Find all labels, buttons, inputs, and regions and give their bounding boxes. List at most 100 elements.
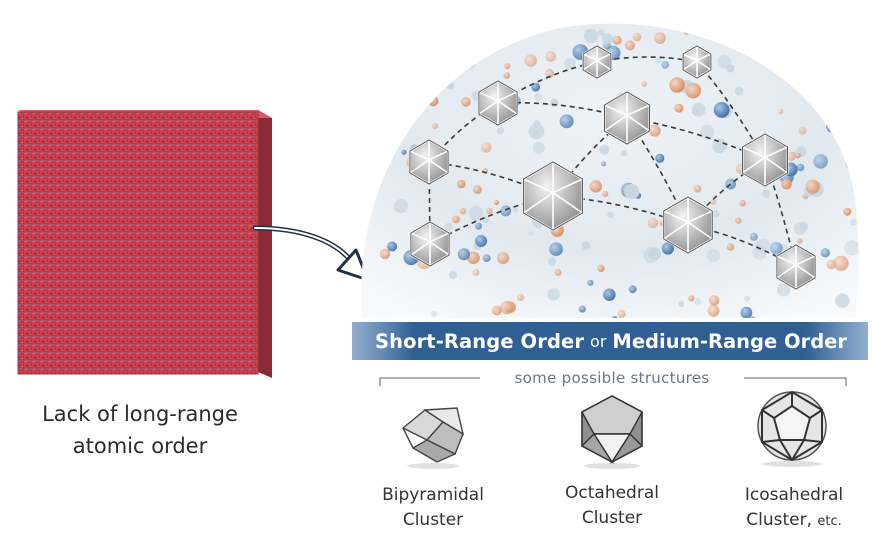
atom [387, 241, 398, 252]
atom [793, 222, 807, 235]
atom [475, 222, 482, 230]
atom [482, 254, 491, 262]
atom [688, 295, 695, 302]
atom [844, 28, 851, 35]
atom [793, 76, 799, 82]
atom [446, 81, 455, 90]
atom [503, 72, 511, 79]
atom [813, 154, 828, 169]
atom [744, 295, 751, 302]
atom [691, 102, 706, 117]
atom [578, 305, 586, 313]
banner-short-range: Short-Range Order [374, 329, 585, 353]
atom [654, 32, 666, 44]
atom [394, 91, 401, 99]
atom [603, 288, 616, 301]
banner-connector: or [590, 331, 607, 351]
atom [740, 306, 753, 318]
atom [457, 248, 470, 261]
atom [754, 242, 760, 248]
atom [496, 126, 505, 135]
atom [647, 217, 659, 229]
atom [500, 205, 512, 217]
atom [693, 184, 702, 193]
atom [836, 27, 846, 38]
atom [612, 315, 618, 318]
atom [401, 149, 407, 155]
polyhedron [775, 243, 817, 291]
atom [517, 293, 525, 301]
cluster-link [497, 101, 628, 119]
atom [707, 304, 720, 317]
atom [762, 58, 772, 67]
atom [564, 57, 576, 70]
icosahedral-cluster-icon [757, 390, 827, 467]
icosahedral-etc: etc. [817, 514, 842, 529]
atom [467, 60, 476, 69]
atom [717, 54, 732, 69]
octahedral-label: Octahedral Cluster [542, 481, 682, 531]
polyhedron [522, 160, 584, 232]
atom [843, 207, 852, 216]
atom [361, 118, 368, 127]
icosahedral-line-1: Icosahedral [744, 485, 844, 505]
atom [385, 99, 396, 111]
atom [625, 40, 635, 51]
atom [441, 36, 458, 53]
atom [420, 76, 435, 90]
atom [833, 255, 849, 271]
atom [486, 207, 493, 215]
atom [648, 124, 661, 137]
atom [796, 238, 803, 244]
atom [700, 124, 715, 140]
atom [710, 199, 717, 205]
atom [805, 179, 820, 194]
atom [620, 149, 628, 157]
octahedral-cluster-icon [580, 395, 644, 469]
atom [497, 25, 508, 35]
bipyramidal-line-1: Bipyramidal [382, 485, 484, 505]
atom [796, 163, 805, 172]
atom [431, 123, 439, 130]
order-banner: Short-Range Order or Medium-Range Order [358, 322, 864, 360]
octahedral-line-1: Octahedral [565, 483, 659, 503]
polyhedron [477, 79, 519, 127]
atom [554, 268, 562, 276]
atom [678, 301, 685, 308]
atom [669, 77, 685, 93]
atom [492, 305, 502, 316]
caption-line-2: atomic order [72, 434, 208, 458]
atom [493, 200, 499, 206]
atom [712, 138, 727, 154]
atom [410, 31, 418, 38]
atom [441, 70, 448, 77]
atom [641, 81, 648, 87]
atom [648, 247, 661, 261]
atom [379, 248, 391, 260]
atom [587, 279, 594, 286]
atom [504, 63, 511, 70]
atom [473, 185, 482, 194]
atom [776, 282, 791, 297]
atom [709, 30, 717, 38]
atom [444, 222, 454, 231]
octahedral-line-2: Cluster [581, 508, 643, 528]
atom [781, 178, 792, 190]
polyhedron [408, 138, 450, 186]
bipyramidal-label: Bipyramidal Cluster [363, 483, 503, 533]
cluster-polyhedra [408, 44, 817, 291]
icosahedral-label: Icosahedral Cluster, etc. [724, 483, 864, 534]
atom [617, 309, 626, 318]
atom [706, 248, 721, 262]
atom [559, 114, 574, 129]
atom [512, 206, 519, 213]
atom [457, 179, 466, 189]
atom [547, 288, 560, 301]
atom [583, 28, 599, 43]
atomic-structure-dome [361, 23, 859, 318]
atom [786, 151, 796, 161]
atom [528, 230, 534, 236]
bipyramidal-line-2: Cluster [402, 510, 464, 530]
atom [655, 58, 662, 64]
atom [684, 29, 690, 35]
